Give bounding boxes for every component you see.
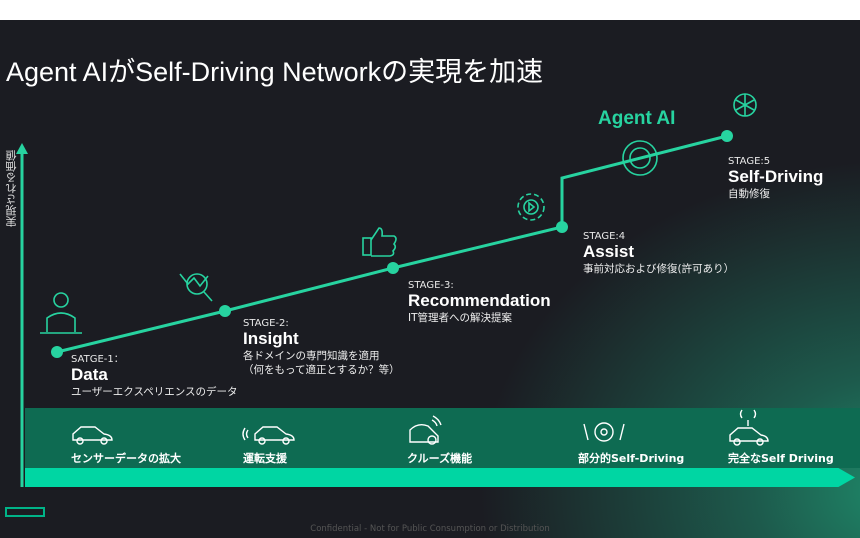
stage-number: STAGE:4 xyxy=(583,231,626,242)
stage-name: Recommendation xyxy=(408,291,551,310)
brain-network-icon xyxy=(733,93,757,117)
stage-1-dot xyxy=(51,346,63,358)
stage-desc: 各ドメインの専門知識を適用 xyxy=(243,350,380,362)
stage-desc: 事前対応および修復(許可あり） xyxy=(583,263,735,275)
feature-sensor-data: センサーデータの拡大 xyxy=(71,452,181,465)
stage-desc: 自動修復 xyxy=(728,188,770,200)
brand-logo xyxy=(5,507,45,517)
stage-3: STAGE-3: Recommendation IT管理者への解決提案 xyxy=(408,280,551,325)
stage-2-dot xyxy=(219,305,231,317)
stage-5: STAGE:5 Self-Driving 自動修復 xyxy=(728,156,823,201)
stage-desc: IT管理者への解決提案 xyxy=(408,312,513,324)
feature-driver-assist: 運転支援 xyxy=(243,452,287,465)
y-axis-arrow-icon xyxy=(16,143,28,154)
user-laptop-icon xyxy=(40,292,82,334)
stage-4-dot xyxy=(556,221,568,233)
stage-1: SATGE-1： Data ユーザーエクスペリエンスのデータ xyxy=(71,350,238,399)
stage-4: STAGE:4 Assist 事前対応および修復(許可あり） xyxy=(583,231,734,276)
stage-desc: （何をもって適正とするか？等） xyxy=(243,364,400,376)
stage-name: Data xyxy=(71,365,108,384)
stage-5-dot xyxy=(721,130,733,142)
feature-full-self-driving: 完全なSelf Driving xyxy=(728,452,834,465)
stage-number: STAGE-3: xyxy=(408,280,454,291)
stage-number: STAGE:5 xyxy=(728,156,771,167)
confidential-footer: Confidential - Not for Public Consumptio… xyxy=(310,524,550,534)
stage-name: Assist xyxy=(583,242,635,261)
analytics-magnifier-icon xyxy=(179,273,213,302)
agent-ai-label: Agent AI xyxy=(598,108,676,129)
stage-name: Self-Driving xyxy=(728,167,824,186)
stage-3-dot xyxy=(387,262,399,274)
stage-number: SATGE-1： xyxy=(71,354,124,365)
stage-number: STAGE-2: xyxy=(243,318,289,329)
feature-partial-self-driving: 部分的Self-Driving xyxy=(578,452,685,465)
agent-ai-cycle-icon xyxy=(622,140,658,176)
gear-play-icon xyxy=(517,193,545,221)
stage-name: Insight xyxy=(243,329,299,348)
stage-2: STAGE-2: Insight 各ドメインの専門知識を適用 （何をもって適正と… xyxy=(243,318,400,377)
thumbs-up-icon xyxy=(362,227,397,257)
timeline-arrow xyxy=(25,468,855,487)
stage-desc: ユーザーエクスペリエンスのデータ xyxy=(71,386,238,398)
y-axis-label: 実現される価値 xyxy=(5,150,18,227)
page-title: Agent AIがSelf-Driving Networkの実現を加速 xyxy=(6,57,544,87)
feature-band xyxy=(25,408,860,468)
feature-cruise: クルーズ機能 xyxy=(407,452,473,465)
